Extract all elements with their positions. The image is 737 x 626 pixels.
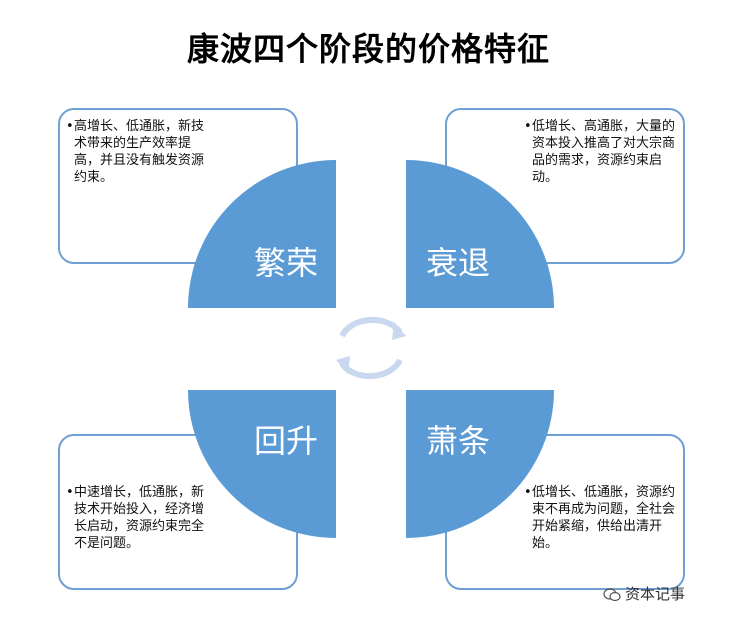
prosperity-desc: • 高增长、低通胀，新技术带来的生产效率提高，并且没有触发资源约束。 [66, 118, 216, 186]
watermark: 资本记事 [603, 583, 685, 604]
recovery-desc-text: 中速增长，低通胀，新技术开始投入，经济增长启动，资源约束完全不是问题。 [74, 485, 205, 551]
cycle-arrowhead-bottom [336, 356, 350, 374]
depression-desc: • 低增长、低通胀，资源约束不再成为问题，全社会开始紧缩，供给出清开始。 [524, 484, 676, 552]
cycle-arrow-top [339, 316, 403, 338]
wechat-icon [603, 587, 621, 601]
depression-quadrant [406, 390, 554, 538]
stage-label-prosperity: 繁荣 [253, 244, 318, 282]
recession-quadrant [406, 160, 554, 308]
stage-label-recovery: 回升 [253, 422, 318, 460]
prosperity-quadrant [188, 160, 336, 308]
cycle-arrow-bottom [339, 358, 403, 380]
diagram-title: 康波四个阶段的价格特征 [186, 30, 550, 68]
recovery-quadrant [188, 390, 336, 538]
depression-desc-text: 低增长、低通胀，资源约束不再成为问题，全社会开始紧缩，供给出清开始。 [532, 485, 676, 551]
stage-label-recession: 衰退 [425, 244, 490, 282]
bullet-mark: • [524, 119, 532, 134]
recovery-desc: • 中速增长，低通胀，新技术开始投入，经济增长启动，资源约束完全不是问题。 [66, 484, 216, 552]
bullet-mark: • [66, 119, 74, 134]
recession-desc-text: 低增长、高通胀，大量的资本投入推高了对大宗商品的需求，资源约束启动。 [532, 119, 676, 185]
bullet-mark: • [66, 485, 74, 500]
bullet-mark: • [524, 485, 532, 500]
cycle-arrowhead-top [392, 322, 406, 340]
stage-label-depression: 萧条 [425, 422, 490, 460]
watermark-text: 资本记事 [625, 585, 686, 603]
prosperity-desc-text: 高增长、低通胀，新技术带来的生产效率提高，并且没有触发资源约束。 [74, 119, 205, 185]
recession-desc: • 低增长、高通胀，大量的资本投入推高了对大宗商品的需求，资源约束启动。 [524, 118, 676, 186]
